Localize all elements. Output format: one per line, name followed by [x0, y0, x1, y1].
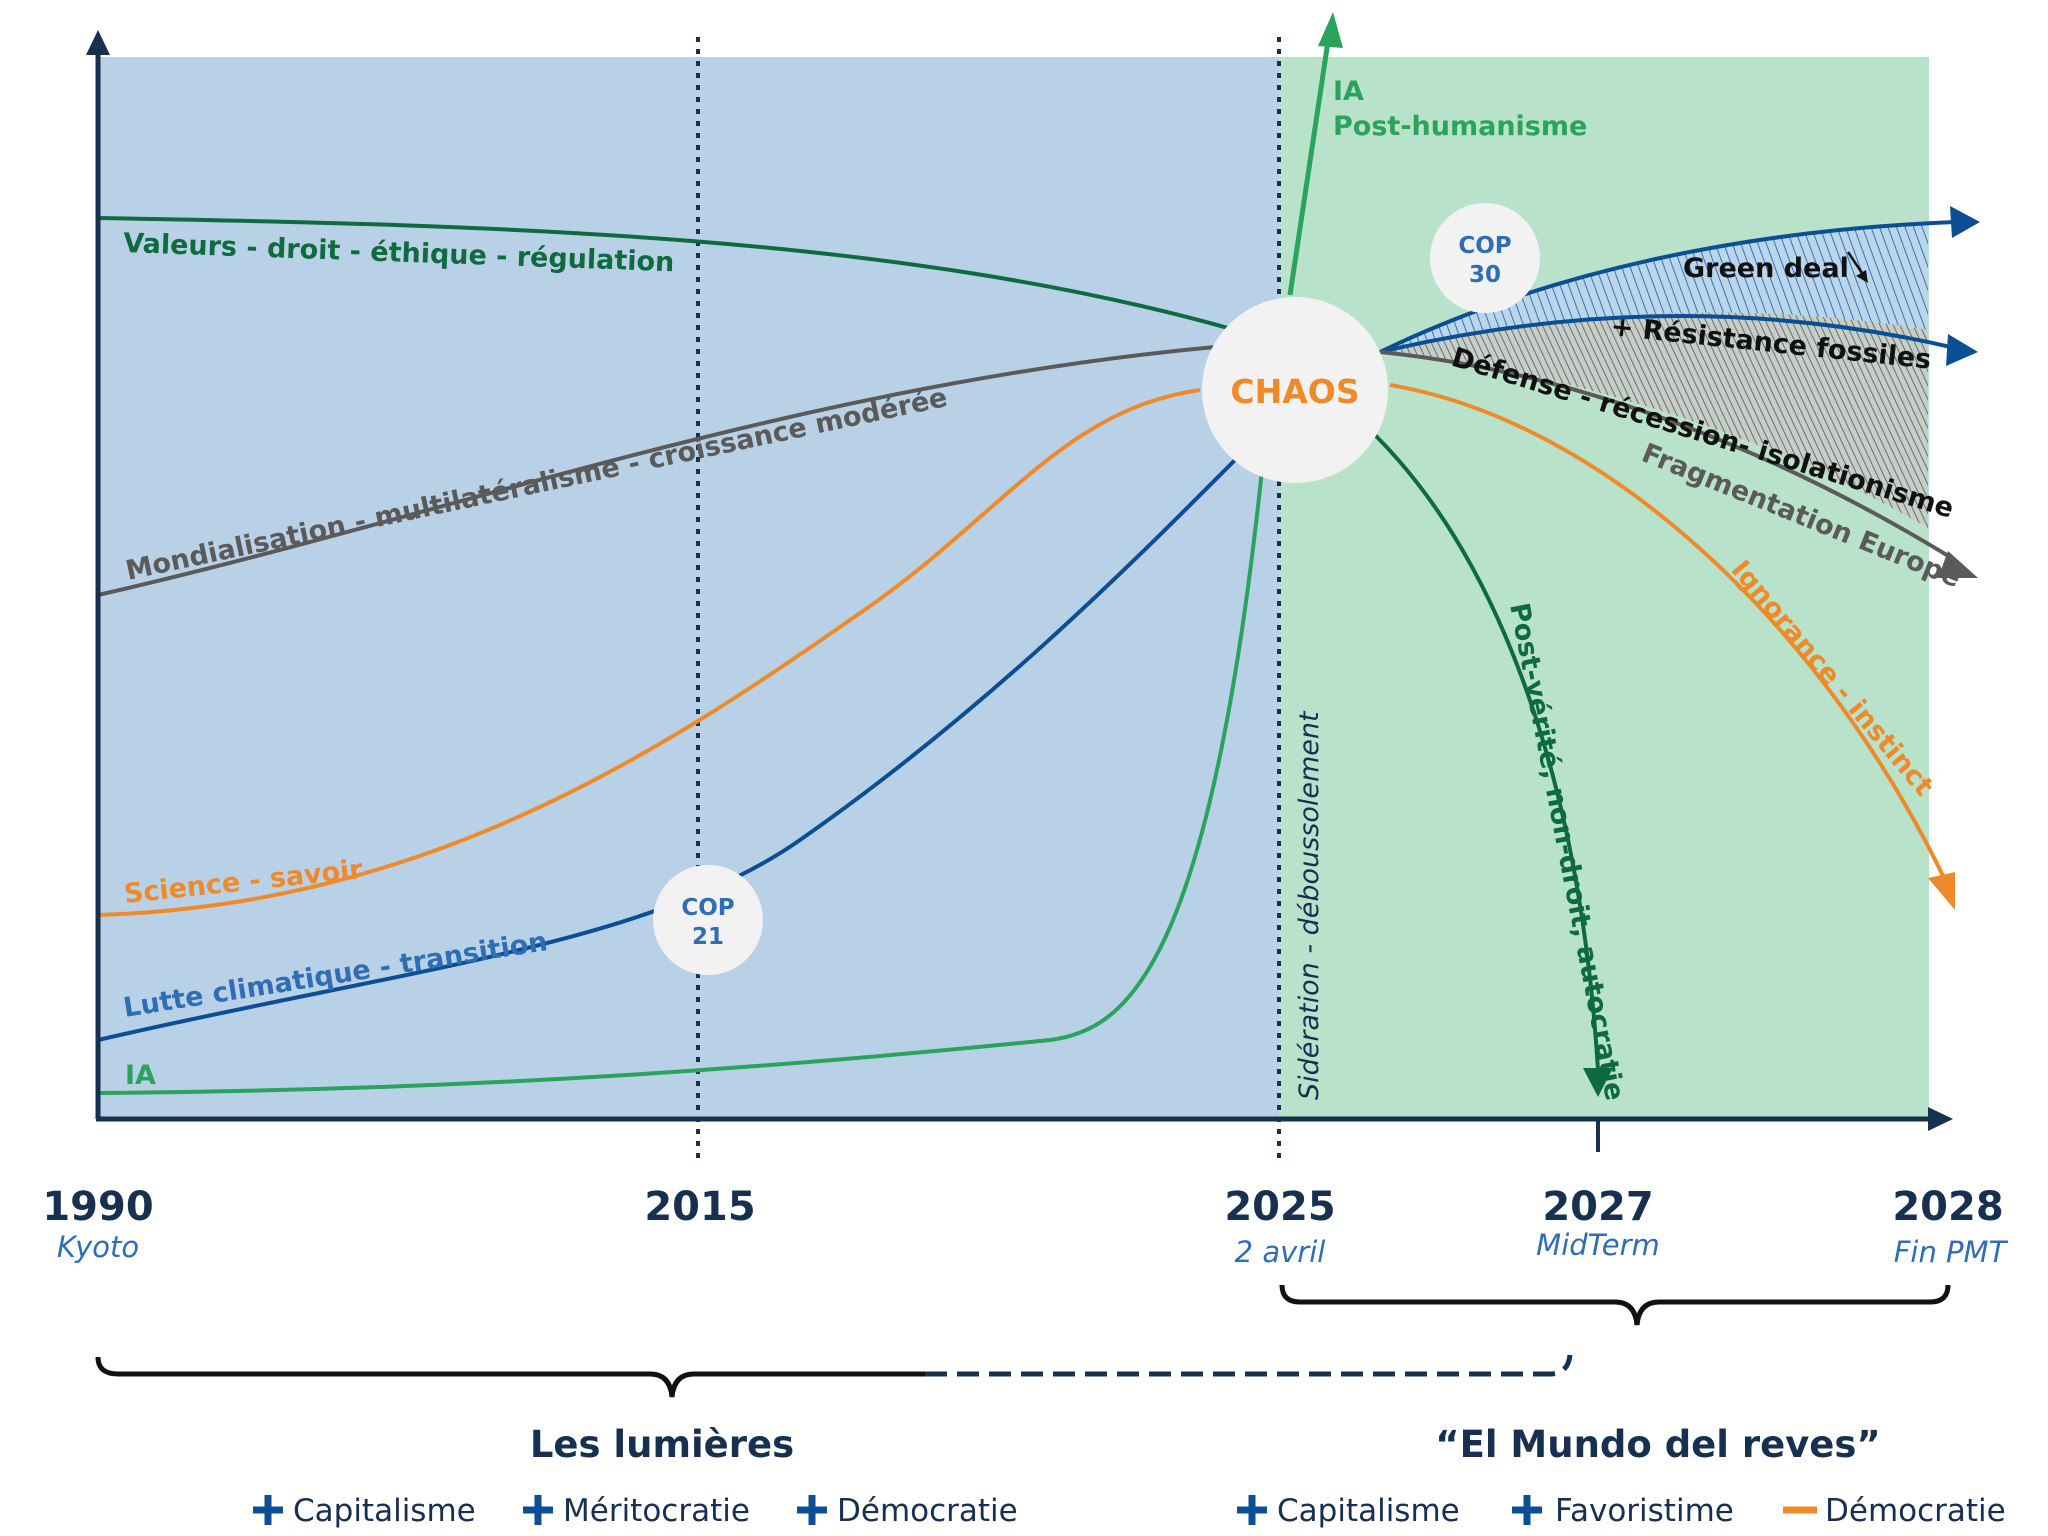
legend-item: Favoristime: [1512, 1493, 1734, 1529]
axis-year-2028: 2028: [1892, 1184, 2003, 1230]
ignorance-arrowhead: [1928, 872, 1955, 910]
science-curve: [97, 388, 1201, 917]
axis-year-2025: 2025: [1224, 1184, 1335, 1230]
legend-item: Capitalisme: [1237, 1493, 1460, 1529]
cop30-line1: COP: [1458, 233, 1511, 259]
post-verite-arrowhead: [1583, 1068, 1613, 1097]
mundo-title: “El Mundo del reves”: [1435, 1423, 1880, 1466]
axis-year-1990: 1990: [42, 1184, 153, 1230]
ignorance-curve: [1389, 383, 1947, 881]
plus-icon: [1237, 1495, 1267, 1525]
chaos-bubble: [1202, 297, 1388, 483]
defense-arrowhead: [1938, 551, 1978, 578]
ia-arrowhead: [1318, 12, 1343, 48]
legend-label: Favoristime: [1555, 1493, 1734, 1529]
resistance-arrowhead: [1946, 334, 1978, 366]
legend-label: Démocratie: [1825, 1493, 2006, 1529]
legend-label: Méritocratie: [563, 1493, 750, 1529]
ia-label: IA: [125, 1060, 156, 1091]
plus-icon: [797, 1495, 827, 1525]
green-deal-curve: [1379, 220, 1956, 354]
ia-post-humanisme-arrow: [1287, 27, 1333, 296]
future-brace: [1279, 1284, 1951, 1326]
lumieres-brace: [95, 1356, 925, 1398]
lutte-curve: [97, 453, 1242, 1042]
green-deal-arrowhead: [1950, 206, 1980, 238]
axis-note-2028: Fin PMT: [1894, 1235, 2009, 1269]
legend-item: Démocratie: [797, 1493, 1018, 1529]
post-humanisme-label: Post-humanisme: [1333, 111, 1587, 142]
cop21-bubble: [653, 865, 763, 975]
plus-icon: [253, 1495, 283, 1525]
cop30-line2: 30: [1469, 262, 1501, 288]
plus-icon: [523, 1495, 553, 1525]
resistance-curve: [1379, 314, 1956, 354]
ia-curve: [97, 469, 1264, 1095]
legend-label: Capitalisme: [293, 1493, 476, 1529]
mondialisation-curve: [97, 345, 1216, 597]
x-axis-arrowhead: [1928, 1107, 1953, 1131]
green-deal-hatch: [1380, 222, 1928, 352]
green-deal-label: Green deal: [1683, 253, 1849, 284]
axis-year-2027: 2027: [1542, 1184, 1653, 1230]
resistance-hatch: [1380, 312, 1928, 528]
cop21-line2: 21: [692, 924, 724, 950]
axis-note-2027: MidTerm: [1536, 1228, 1660, 1262]
legend-label: Capitalisme: [1277, 1493, 1460, 1529]
chaos-label: CHAOS: [1230, 372, 1359, 411]
axis-note-2025: 2 avril: [1235, 1235, 1326, 1269]
cop30-bubble: [1430, 203, 1540, 313]
lumieres-title: Les lumières: [530, 1423, 794, 1466]
axis-note-1990: Kyoto: [57, 1230, 139, 1264]
sideration-label: Sidération - déboussolement: [1294, 710, 1325, 1100]
y-axis-arrowhead: [86, 30, 110, 55]
post-verite-curve: [1373, 433, 1600, 1071]
legend-label: Démocratie: [837, 1493, 1018, 1529]
legend-item: Méritocratie: [523, 1493, 750, 1529]
valeurs-curve: [97, 216, 1236, 332]
legend-item: Capitalisme: [253, 1493, 476, 1529]
ia-future-label: IA: [1333, 76, 1364, 107]
plus-icon: [1512, 1495, 1542, 1525]
green-deal-pointer-head: [1856, 270, 1868, 283]
defense-curve: [1379, 350, 1957, 562]
cop21-line1: COP: [681, 895, 734, 921]
axis-year-2015: 2015: [644, 1184, 755, 1230]
lumieres-brace-dashed: [925, 1354, 1573, 1377]
legend-item: Démocratie: [1783, 1493, 2006, 1529]
green-deal-pointer: [1846, 251, 1866, 277]
